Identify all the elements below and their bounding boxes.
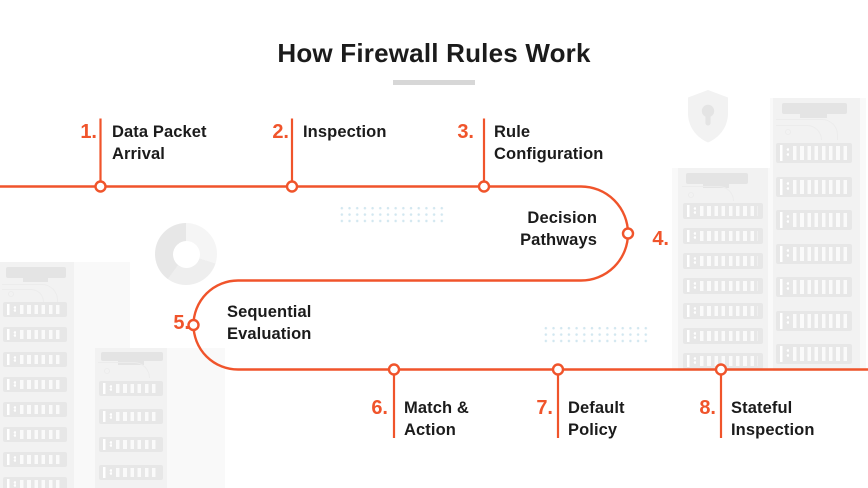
step-3-label-line2: Configuration — [494, 145, 604, 163]
dot-grid-pattern — [337, 204, 447, 223]
step-2-label: Inspection — [303, 121, 387, 143]
step-1-number: 1. — [80, 121, 97, 143]
server-unit — [3, 452, 67, 467]
server-unit — [99, 409, 163, 424]
server-unit — [776, 344, 852, 364]
cable-decoration — [776, 125, 822, 140]
server-tower-top — [101, 352, 163, 365]
step-6-number: 6. — [371, 397, 388, 419]
server-unit — [683, 203, 763, 219]
step-7-label: Default Policy — [568, 397, 625, 441]
server-unit — [776, 210, 852, 230]
cable-plug-icon — [104, 368, 110, 374]
step-7-node — [551, 363, 565, 376]
server-tower-top — [782, 103, 847, 118]
server-unit — [3, 327, 67, 342]
step-1-label-line2: Arrival — [112, 145, 165, 163]
server-unit — [3, 427, 67, 442]
step-2-number: 2. — [272, 121, 289, 143]
server-unit — [776, 277, 852, 297]
shield-lock-icon — [688, 90, 728, 143]
step-4-node — [621, 227, 635, 240]
step-6-node — [387, 363, 401, 376]
step-1-node — [94, 180, 107, 193]
server-unit — [3, 377, 67, 392]
donut-shape — [155, 223, 217, 285]
cable-plug-icon — [8, 291, 14, 297]
step-4-label-line2: Pathways — [520, 231, 597, 249]
server-unit — [683, 328, 763, 344]
step-8-number: 8. — [699, 397, 716, 419]
step-2-label-line1: Inspection — [303, 123, 387, 141]
step-8-label-line2: Inspection — [731, 421, 815, 439]
step-3-label: Rule Configuration — [494, 121, 603, 165]
server-unit — [683, 228, 763, 244]
server-unit — [99, 437, 163, 452]
cable-plug-icon — [785, 129, 791, 135]
server-unit — [3, 402, 67, 417]
step-7-label-line1: Default — [568, 399, 625, 417]
step-5-number: 5. — [173, 312, 190, 334]
step-3-node — [477, 180, 491, 193]
step-3-label-line1: Rule — [494, 123, 531, 141]
server-unit — [683, 253, 763, 269]
server-unit — [3, 477, 67, 488]
server-unit — [776, 143, 852, 163]
server-unit — [776, 243, 852, 264]
step-6-label-line1: Match & — [404, 399, 469, 417]
step-5-label: Sequential Evaluation — [227, 301, 311, 345]
step-8-label: Stateful Inspection — [731, 397, 815, 441]
step-7-label-line2: Policy — [568, 421, 618, 439]
step-1-label: Data Packet Arrival — [112, 121, 207, 165]
cable-plug-icon — [688, 192, 694, 198]
step-4-number: 4. — [652, 228, 669, 250]
step-5-node — [187, 318, 200, 332]
server-unit — [683, 353, 763, 369]
page-title: How Firewall Rules Work — [277, 38, 591, 68]
server-unit — [99, 381, 163, 396]
step-4-label: Decision Pathways — [480, 207, 597, 251]
server-unit — [683, 303, 763, 319]
step-1-label-line1: Data Packet — [112, 123, 207, 141]
title-underline — [393, 80, 475, 85]
server-unit — [3, 352, 67, 367]
step-2-node — [285, 180, 299, 193]
server-tower-top — [686, 173, 748, 188]
step-7-number: 7. — [536, 397, 553, 419]
server-unit — [3, 302, 67, 317]
server-unit — [683, 278, 763, 294]
step-8-label-line1: Stateful — [731, 399, 793, 417]
step-4-label-line1: Decision — [527, 209, 597, 227]
step-6-label: Match & Action — [404, 397, 469, 441]
step-5-label-line2: Evaluation — [227, 325, 312, 343]
server-unit — [776, 310, 852, 331]
dot-grid-pattern — [541, 324, 649, 343]
step-6-label-line2: Action — [404, 421, 456, 439]
server-unit — [776, 176, 852, 197]
step-5-label-line1: Sequential — [227, 303, 312, 321]
step-3-number: 3. — [457, 121, 474, 143]
server-unit — [99, 465, 163, 480]
server-tower-top — [6, 267, 66, 282]
